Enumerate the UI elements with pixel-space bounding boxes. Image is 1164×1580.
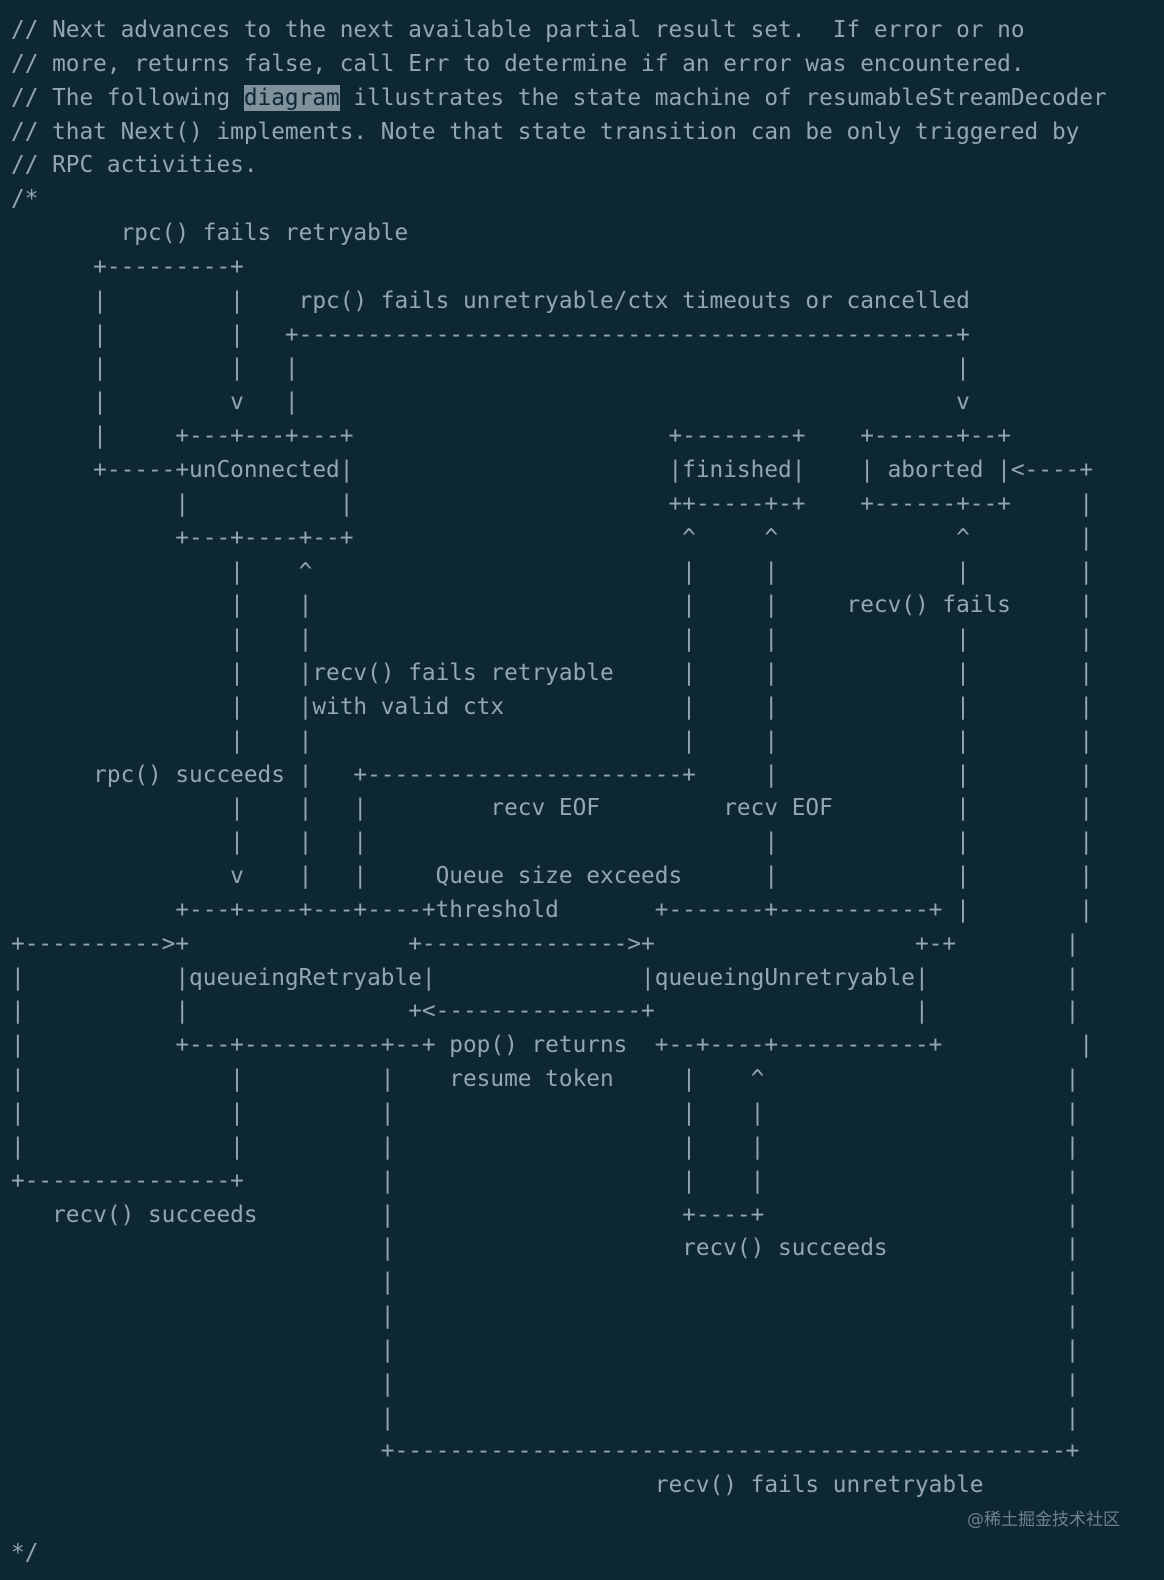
code-line: // RPC activities.: [11, 152, 258, 179]
code-line: | +---+----------+--+ pop() returns +--+…: [11, 1032, 1094, 1059]
code-line: | |: [11, 1404, 1080, 1431]
code-line: // Next advances to the next available p…: [11, 17, 1025, 43]
code-line: | | | | | |: [11, 1133, 1080, 1160]
code-line: | v | v: [11, 389, 970, 416]
code-line: | | | resume token | ^ |: [11, 1066, 1080, 1093]
code-line: | | | | | |: [11, 727, 1094, 754]
code-line: | | | | | |: [11, 1100, 1080, 1126]
code-line: +---------------------------------------…: [11, 1438, 1080, 1465]
code-line: +---------------+ | | | |: [11, 1167, 1080, 1194]
code-line: | |: [11, 1336, 1080, 1363]
code-line: // more, returns false, call Err to dete…: [11, 50, 1025, 77]
code-line: rpc() fails retryable: [11, 220, 409, 247]
code-line: | |queueingRetryable| |queueingUnretryab…: [11, 964, 1080, 991]
watermark: @稀土掘金技术社区: [967, 1510, 1120, 1530]
code-block: // Next advances to the next available p…: [11, 14, 1107, 1571]
code-line: +---------+: [11, 253, 244, 280]
code-line: recv() fails unretryable: [11, 1472, 984, 1499]
code-line: | |with valid ctx | | | |: [11, 693, 1094, 720]
code-text: // The following: [11, 84, 244, 111]
code-line: | |: [11, 1303, 1080, 1330]
code-line: +---+----+--+ ^ ^ ^ |: [11, 524, 1094, 551]
code-line: | | | |: [11, 355, 970, 382]
code-line: | recv() succeeds |: [11, 1235, 1080, 1262]
code-line: | | | | recv() fails |: [11, 592, 1094, 619]
code-line: | | ++-----+-+ +------+--+ |: [11, 490, 1094, 517]
code-line: /*: [11, 186, 39, 213]
code-line: +---------->+ +--------------->+ +-+ |: [11, 930, 1080, 957]
code-line: ​: [11, 1503, 1107, 1537]
code-line: | +---+---+---+ +--------+ +------+--+: [11, 423, 1011, 450]
code-line: */: [11, 1539, 39, 1566]
code-line: | ^ | | | |: [11, 558, 1094, 585]
code-text: illustrates the state machine of resumab…: [339, 84, 1107, 111]
code-line: recv() succeeds | +----+ |: [11, 1201, 1080, 1228]
code-line: | | +-----------------------------------…: [11, 321, 970, 348]
code-line: | |recv() fails retryable | | | |: [11, 660, 1094, 687]
code-line: v | | Queue size exceeds | | |: [11, 863, 1094, 890]
code-line: | | | recv EOF recv EOF | |: [11, 795, 1094, 822]
code-line: +---+----+---+----+threshold +-------+--…: [11, 896, 1094, 923]
code-line: +-----+unConnected| |finished| | aborted…: [11, 456, 1094, 483]
code-line: | |: [11, 1269, 1080, 1296]
code-line: | | +<---------------+ | |: [11, 998, 1080, 1025]
search-highlight: diagram: [243, 84, 340, 111]
code-line: | | rpc() fails unretryable/ctx timeouts…: [11, 287, 970, 314]
code-line: | | | | | |: [11, 626, 1094, 653]
code-line: rpc() succeeds | +----------------------…: [11, 761, 1094, 788]
code-line: | |: [11, 1370, 1080, 1397]
code-line: | | | | | |: [11, 829, 1094, 856]
code-line: // The following diagram illustrates the…: [11, 82, 1107, 116]
code-line: // that Next() implements. Note that sta…: [11, 118, 1080, 145]
